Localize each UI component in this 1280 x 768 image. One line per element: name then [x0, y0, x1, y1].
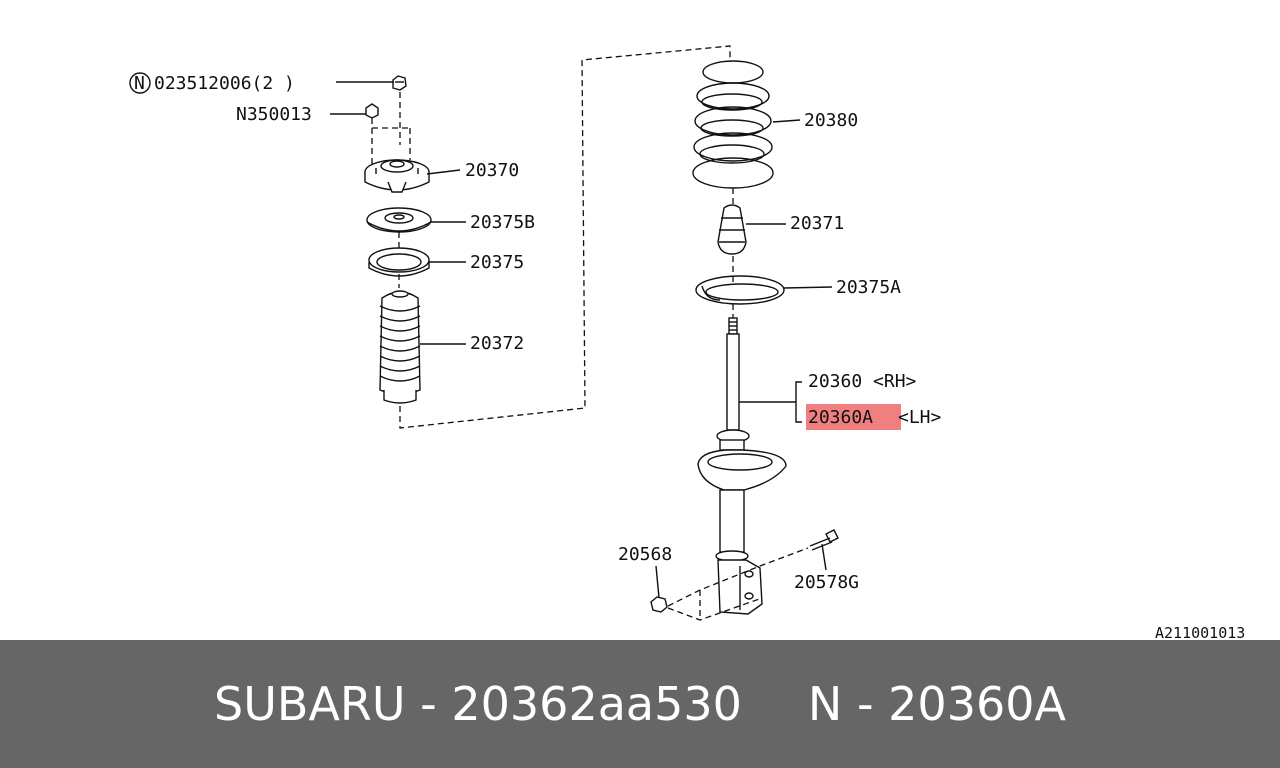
label-20360-rh: 20360 <RH>: [808, 371, 917, 392]
highlight-20360a: [806, 404, 901, 430]
nut-023512006: [392, 75, 407, 91]
label-20372: 20372: [470, 333, 524, 354]
label-n350013: N350013: [236, 104, 312, 125]
label-20568: 20568: [618, 544, 672, 565]
label-20370: 20370: [465, 160, 519, 181]
brand-part-number: SUBARU - 20362aa530: [214, 677, 742, 731]
label-20380: 20380: [804, 110, 858, 131]
upper-seat-20375b: [366, 207, 432, 233]
nut-n350013: [365, 103, 379, 119]
label-20578g: 20578G: [794, 572, 859, 593]
parts-diagram: N 023512006(2 ) N350013 20370 20375B 203…: [129, 45, 1245, 640]
label-20360a-side: <LH>: [898, 407, 942, 428]
part-number-banner: SUBARU - 20362aa530 N - 20360A: [0, 640, 1280, 768]
bolt-20578g: [809, 529, 839, 551]
label-20375a: 20375A: [836, 277, 901, 298]
strut-20360: [697, 317, 787, 615]
bump-stop-20371: [717, 204, 747, 255]
label-20360a[interactable]: 20360A: [808, 407, 873, 428]
dust-boot-20372: [379, 290, 421, 404]
n-mark-label: N: [134, 73, 145, 94]
label-20375: 20375: [470, 252, 524, 273]
diagram-reference-code: A211001013: [1155, 624, 1245, 640]
label-023512006: 023512006(2 ): [154, 73, 295, 94]
lower-seat-20375a: [695, 275, 785, 305]
nut-20568: [650, 596, 668, 613]
label-20371: 20371: [790, 213, 844, 234]
label-20375b: 20375B: [470, 212, 535, 233]
strut-mount-20370: [364, 159, 430, 193]
rubber-seat-20375: [368, 247, 430, 277]
oem-part-number: N - 20360A: [807, 677, 1066, 731]
circle-n-symbol: N: [129, 72, 151, 94]
coil-spring-20380: [692, 60, 774, 189]
